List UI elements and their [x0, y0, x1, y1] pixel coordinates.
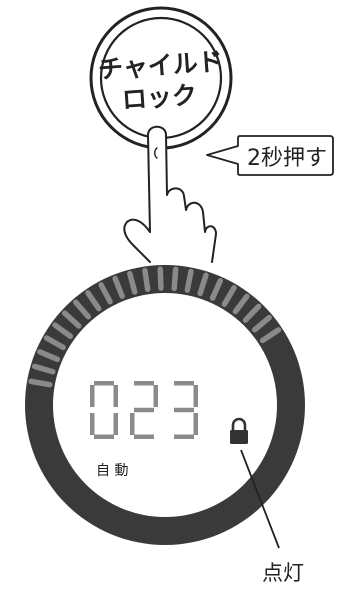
ring-segment [157, 266, 164, 291]
ring-segment [43, 335, 66, 351]
ring-segment [31, 363, 56, 375]
digit-segment [94, 381, 114, 386]
ring-segment [85, 290, 102, 312]
digit-segment [193, 385, 198, 407]
lock-icon [230, 417, 248, 444]
digit-segment [134, 434, 154, 439]
digit-segment [174, 381, 194, 386]
digit-segment [174, 434, 194, 439]
ring-segment [127, 270, 138, 295]
ring-segment [184, 268, 194, 293]
ring-segment [242, 303, 262, 323]
child-lock-button[interactable]: チャイルド ロック [89, 6, 233, 150]
ring-segment [61, 310, 82, 329]
digit-segment [113, 413, 118, 435]
display-face [53, 293, 277, 517]
ring-segment [209, 278, 224, 301]
digit-segment [130, 413, 135, 435]
mode-auto-label: 自 動 [96, 463, 128, 479]
ring-segment [259, 327, 282, 344]
ring-segment [221, 285, 237, 307]
ring-segment [142, 267, 151, 293]
ring-indicator-segments [28, 266, 282, 388]
ring-segment [98, 282, 113, 305]
digit [90, 381, 118, 439]
press-2sec-callout: 2秒押す [206, 135, 334, 176]
indicator-lit-label: 点灯 [262, 561, 304, 585]
digit-segment [90, 413, 95, 435]
digit [174, 381, 198, 439]
ring-segment [73, 299, 91, 320]
indicator-leader-line [240, 449, 280, 549]
digit-segment [153, 385, 158, 407]
ring-segment [112, 275, 125, 299]
display-panel: 自 動 [25, 265, 305, 549]
digit-segment [90, 385, 95, 407]
ring-segment [197, 272, 209, 297]
ring-segment [251, 314, 272, 333]
ring-segment [37, 349, 61, 363]
ring-segment [232, 293, 250, 315]
button-label-line2: ロック [121, 80, 198, 114]
digit-segment [193, 413, 198, 435]
ring-segment [171, 266, 179, 292]
press-2sec-label: 2秒押す [247, 146, 327, 171]
digit-segment [113, 385, 118, 407]
timer-digits [90, 381, 198, 439]
digit-segment [134, 381, 154, 386]
ring-segment [52, 322, 74, 339]
pressing-hand-icon [123, 125, 217, 263]
ring-segment [28, 378, 53, 388]
digit-segment [174, 407, 194, 413]
digit-segment [134, 407, 154, 413]
digit [130, 381, 158, 439]
digit-segment [94, 434, 114, 439]
